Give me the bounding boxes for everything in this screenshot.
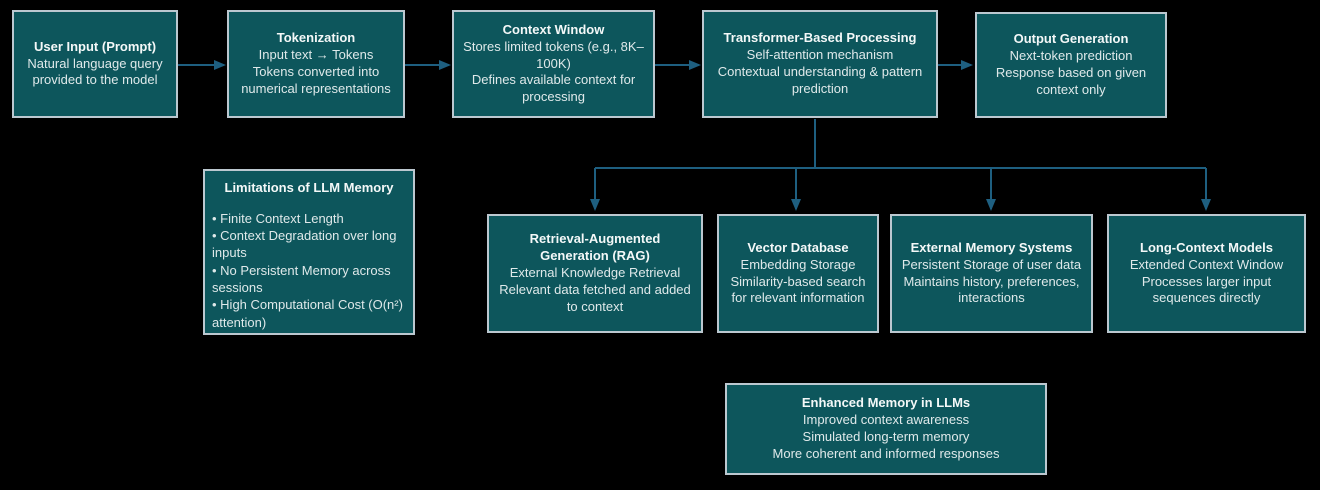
node-text-line: Defines available context for processing (471, 72, 636, 105)
node-text-line: Similarity-based search for relevant inf… (730, 273, 866, 306)
limitation-bullet: • Context Degradation over long inputs (212, 228, 397, 261)
node-text-line: Relevant data fetched and added to conte… (499, 281, 691, 314)
node-text-line: Input text → Tokens (258, 47, 374, 63)
node-external-memory: External Memory Systems Persistent Stora… (890, 214, 1093, 333)
node-title: Enhanced Memory in LLMs (801, 395, 971, 411)
limitation-bullet: • High Computational Cost (O(n²) attenti… (212, 297, 403, 330)
node-user-input: User Input (Prompt) Natural language que… (12, 10, 178, 118)
node-text-line: Natural language query provided to the m… (27, 55, 163, 88)
node-title: Retrieval-Augmented Generation (RAG) (529, 231, 661, 264)
node-title: User Input (Prompt) (33, 38, 157, 54)
node-text-line: Extended Context Window (1129, 256, 1284, 272)
node-text-line: Processes larger input sequences directl… (1141, 273, 1272, 306)
node-title: Transformer-Based Processing (723, 30, 917, 46)
node-rag: Retrieval-Augmented Generation (RAG) Ext… (487, 214, 703, 333)
node-enhanced-memory: Enhanced Memory in LLMs Improved context… (725, 383, 1047, 475)
node-text-line: Stores limited tokens (e.g., 8K–100K) (463, 38, 644, 71)
node-title: Vector Database (747, 239, 849, 255)
node-text-line: Maintains history, preferences, interact… (903, 273, 1080, 306)
node-text-line: Contextual understanding & pattern predi… (717, 64, 923, 96)
node-text-line: Simulated long-term memory (802, 429, 970, 444)
node-text-line: Persistent Storage of user data (901, 256, 1082, 272)
node-title: Output Generation (1013, 31, 1129, 47)
node-title: External Memory Systems (910, 239, 1073, 255)
node-text-line: Self-attention mechanism (746, 47, 894, 63)
node-long-context-models: Long-Context Models Extended Context Win… (1107, 214, 1306, 333)
node-title: Long-Context Models (1140, 239, 1273, 255)
node-text-line: Embedding Storage (740, 256, 856, 272)
node-title: Tokenization (276, 30, 356, 46)
node-title: Context Window (502, 21, 605, 37)
node-vector-database: Vector Database Embedding Storage Simila… (717, 214, 879, 333)
node-text-line: External Knowledge Retrieval (509, 265, 681, 281)
node-text-line: More coherent and informed responses (772, 445, 1000, 461)
node-output-generation: Output Generation Next-token prediction … (975, 12, 1167, 118)
node-text-line: Improved context awareness (802, 412, 970, 428)
node-text-line: Response based on given context only (995, 65, 1147, 97)
node-title: Limitations of LLM Memory (224, 180, 394, 195)
node-text-line: Tokens converted into numerical represen… (241, 64, 391, 96)
node-tokenization: Tokenization Input text → Tokens Tokens … (227, 10, 405, 118)
node-limitations: Limitations of LLM Memory • Finite Conte… (203, 169, 415, 335)
node-transformer-processing: Transformer-Based Processing Self-attent… (702, 10, 938, 118)
limitation-bullet: • No Persistent Memory across sessions (212, 262, 391, 296)
limitation-bullet: • Finite Context Length (212, 210, 344, 226)
node-context-window: Context Window Stores limited tokens (e.… (452, 10, 655, 118)
node-text-line: Next-token prediction (1009, 48, 1133, 64)
